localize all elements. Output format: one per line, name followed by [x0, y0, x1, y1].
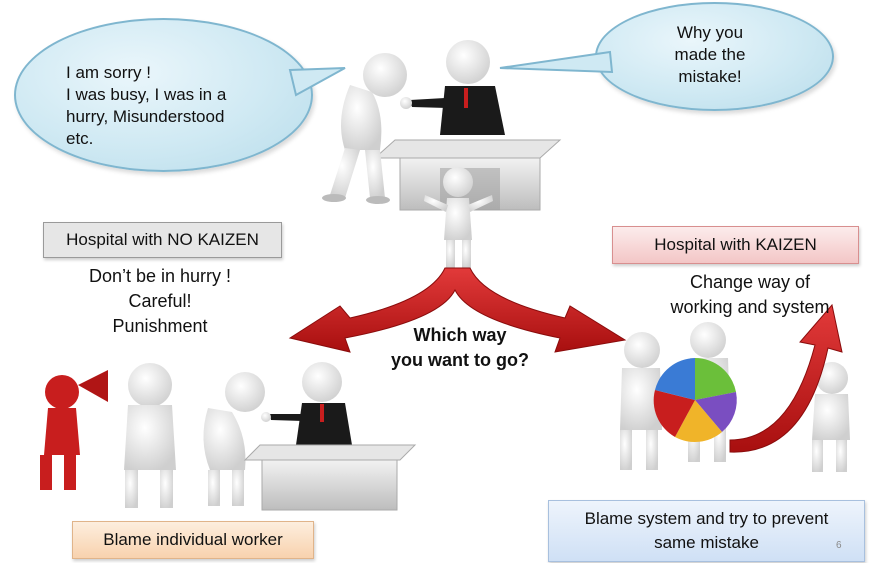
blame-system-box: Blame system and try to prevent same mis… — [548, 500, 865, 562]
center-figure — [424, 167, 493, 268]
blame-system-line1: Blame system and try to prevent — [584, 509, 829, 528]
pie-chart-graphic — [653, 358, 737, 442]
left-bubble-text: I am sorry ! I was busy, I was in a hurr… — [66, 63, 227, 148]
no-kaizen-title-box: Hospital with NO KAIZEN — [43, 222, 282, 258]
right-bubble-text: Why you made the mistake! — [674, 23, 746, 86]
left-speech-bubble — [14, 18, 313, 172]
blame-individual-box: Blame individual worker — [72, 521, 314, 559]
megaphone-figure — [40, 370, 108, 490]
fork-arrow — [288, 267, 627, 353]
right-speech-bubble — [595, 2, 834, 111]
page-number: 6 — [836, 540, 842, 551]
kaizen-title: Hospital with KAIZEN — [654, 235, 817, 254]
blame-system-line2: same mistake — [654, 533, 759, 552]
kaizen-advice: Change way of working and system — [670, 272, 830, 317]
boss-figure-top — [400, 40, 505, 135]
sad-worker-figure — [322, 53, 407, 204]
sad-worker-bottom-figure — [203, 372, 265, 506]
question-text: Which way you want to go? — [391, 325, 529, 370]
worker-covering-ears-figure — [124, 363, 176, 508]
kaizen-title-box: Hospital with KAIZEN — [612, 226, 859, 264]
no-kaizen-advice: Don’t be in hurry ! Careful! Punishment — [88, 266, 232, 336]
boss-figure-bottom — [261, 362, 352, 445]
growth-arrow — [729, 303, 843, 453]
no-kaizen-title: Hospital with NO KAIZEN — [66, 230, 259, 249]
blame-individual-label: Blame individual worker — [103, 530, 283, 549]
bottom-desk — [243, 444, 417, 511]
